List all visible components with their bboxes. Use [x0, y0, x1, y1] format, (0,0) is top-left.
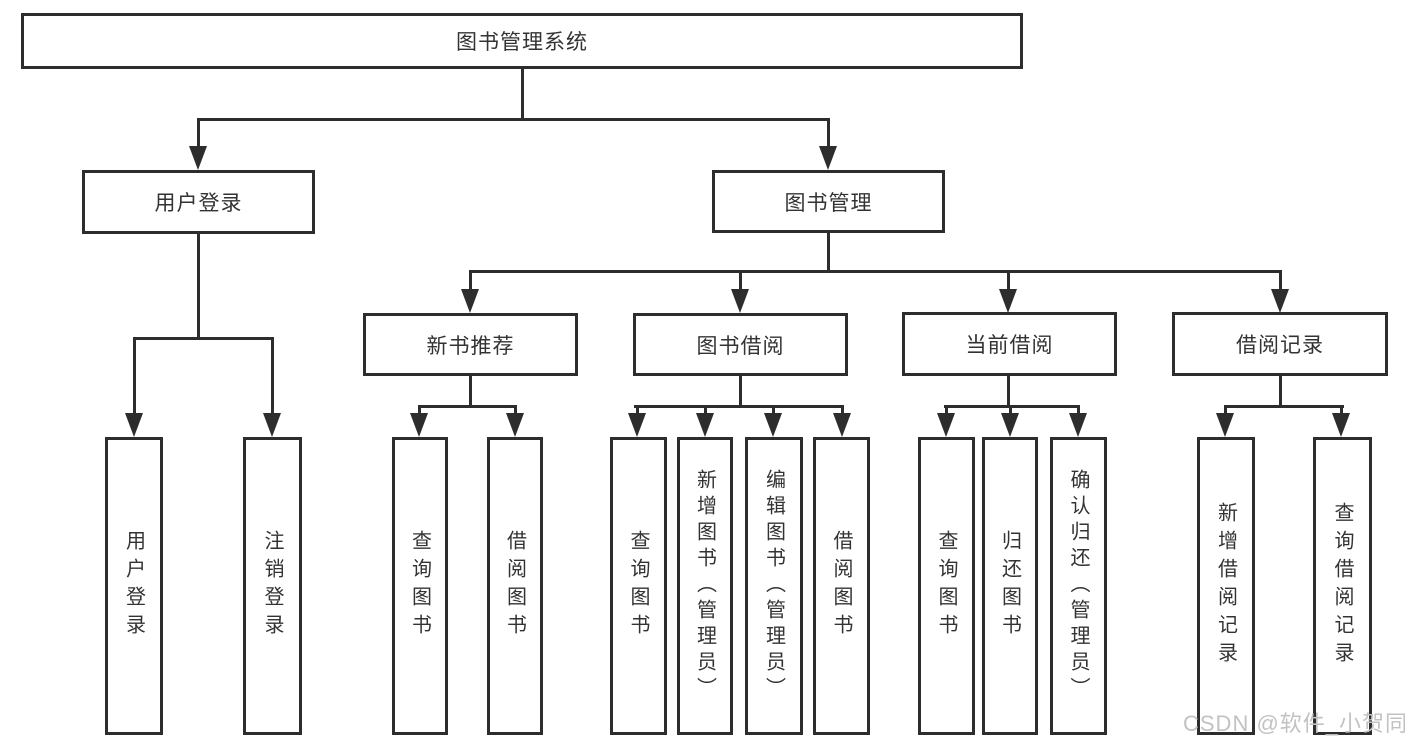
connector-vline: [271, 337, 274, 419]
leaf-br-query-borrow-record: 查询借阅记录: [1313, 437, 1372, 735]
leaf-user-login: 用户登录: [105, 437, 163, 735]
arrowhead-icon: [819, 146, 837, 170]
connector-vline: [1279, 376, 1282, 408]
leaf-bb-borrow-books: 借阅图书: [813, 437, 870, 735]
arrowhead-icon: [1332, 413, 1350, 437]
connector-vline: [418, 405, 421, 419]
arrowhead-icon: [506, 413, 524, 437]
node-user-login: 用户登录: [82, 170, 315, 234]
connector-vline: [827, 118, 830, 152]
connector-vline: [514, 405, 517, 419]
node-book-management: 图书管理: [712, 170, 945, 233]
arrowhead-icon: [833, 413, 851, 437]
arrowhead-icon: [1069, 413, 1087, 437]
node-library-system: 图书管理系统: [21, 13, 1023, 69]
connector-hline: [944, 405, 1080, 408]
arrowhead-icon: [1001, 413, 1019, 437]
arrowhead-icon: [696, 413, 714, 437]
arrowhead-icon: [189, 146, 207, 170]
connector-vline: [521, 69, 524, 121]
connector-vline: [469, 270, 472, 295]
arrowhead-icon: [937, 413, 955, 437]
leaf-bb-query-books: 查询图书: [610, 437, 667, 735]
leaf-br-add-borrow-record: 新增借阅记录: [1197, 437, 1255, 735]
watermark: CSDN @软件_小贺同学: [1183, 711, 1405, 736]
connector-vline: [945, 405, 948, 419]
node-book-borrowing: 图书借阅: [633, 313, 848, 376]
connector-vline: [739, 270, 742, 295]
connector-vline: [636, 405, 639, 419]
leaf-bb-edit-books-admin: 编辑图书（管理员）: [745, 437, 803, 735]
leaf-nb-query-books: 查询图书: [392, 437, 448, 735]
connector-vline: [841, 405, 844, 419]
connector-vline: [1007, 376, 1010, 408]
connector-hline: [133, 337, 274, 340]
connector-vline: [772, 405, 775, 419]
arrowhead-icon: [764, 413, 782, 437]
connector-vline: [197, 118, 200, 152]
leaf-bb-add-books-admin: 新增图书（管理员）: [677, 437, 733, 735]
arrowhead-icon: [461, 289, 479, 313]
leaf-logout: 注销登录: [243, 437, 302, 735]
connector-vline: [739, 376, 742, 408]
leaf-cb-confirm-return-admin: 确认归还（管理员）: [1050, 437, 1107, 735]
connector-vline: [1077, 405, 1080, 419]
arrowhead-icon: [628, 413, 646, 437]
arrowhead-icon: [410, 413, 428, 437]
node-current-borrowing: 当前借阅: [902, 312, 1117, 376]
arrowhead-icon: [125, 413, 143, 437]
node-borrowing-records: 借阅记录: [1172, 312, 1388, 376]
arrowhead-icon: [1271, 289, 1289, 313]
connector-vline: [197, 234, 200, 340]
connector-vline: [1009, 405, 1012, 419]
connector-vline: [1340, 405, 1343, 419]
connector-vline: [133, 337, 136, 419]
connector-hline: [1224, 405, 1344, 408]
node-new-book-recommendation: 新书推荐: [363, 313, 578, 376]
arrowhead-icon: [999, 289, 1017, 313]
connector-hline: [634, 405, 844, 408]
connector-vline: [704, 405, 707, 419]
connector-vline: [1007, 270, 1010, 295]
connector-hline: [197, 118, 830, 121]
connector-hline: [469, 270, 1282, 273]
connector-vline: [1224, 405, 1227, 419]
connector-hline: [418, 405, 517, 408]
leaf-cb-query-books: 查询图书: [918, 437, 975, 735]
arrowhead-icon: [731, 289, 749, 313]
leaf-nb-borrow-books: 借阅图书: [487, 437, 543, 735]
leaf-cb-return-books: 归还图书: [982, 437, 1038, 735]
connector-vline: [469, 376, 472, 408]
connector-vline: [827, 233, 830, 273]
arrowhead-icon: [263, 413, 281, 437]
connector-vline: [1279, 270, 1282, 295]
arrowhead-icon: [1216, 413, 1234, 437]
